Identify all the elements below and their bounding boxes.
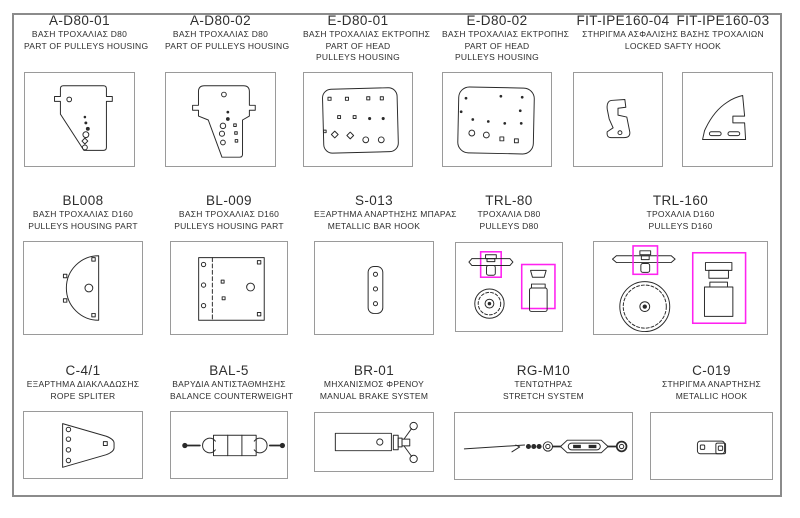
part-drawing-frame bbox=[455, 242, 563, 332]
part-drawing-frame bbox=[24, 72, 135, 167]
fit-ipe160-03-drawing bbox=[702, 95, 747, 141]
part-drawing-frame bbox=[303, 72, 413, 167]
part-cell-c-4-1: C-4/1 ΕΞΑΡΤΗΜΑ ΔΙΑΚΛΑΔΩΣΗΣ ROPE SPLITER bbox=[23, 362, 143, 479]
sheet-border bbox=[12, 13, 782, 497]
part-name-english: METALLIC BAR HOOK bbox=[327, 220, 421, 231]
part-cell-fit-ipe160: FIT-IPE160-04 FIT-IPE160-03 ΣΤΗΡΙΓΜΑ ΑΣΦ… bbox=[573, 12, 773, 167]
part-drawing-frame bbox=[454, 412, 633, 480]
part-drawing-frame bbox=[650, 412, 773, 480]
part-name-english: PULLEYS D80 bbox=[479, 220, 539, 231]
part-name-greek: ΒΑΣΗ ΤΡΟΧΑΛΙΑΣ D80 bbox=[172, 29, 269, 39]
part-name-greek: ΕΞΑΡΤΗΜΑ ΑΝΑΡΤΗΣΗΣ ΜΠΑΡΑΣ bbox=[314, 209, 457, 219]
part-drawing-frame bbox=[170, 411, 288, 479]
part-code: BR-01 bbox=[353, 363, 395, 378]
a-d80-02-drawing bbox=[192, 85, 256, 158]
part-cell-e-d80-01: E-D80-01 ΒΑΣΗ ΤΡΟΧΑΛΙΑΣ ΕΚΤΡΟΠΗΣ PART OF… bbox=[303, 12, 431, 167]
part-name-greek: ΕΞΑΡΤΗΜΑ ΔΙΑΚΛΑΔΩΣΗΣ bbox=[26, 379, 140, 389]
part-code: RG-M10 bbox=[516, 363, 571, 378]
part-drawing-frame bbox=[23, 241, 143, 335]
part-cell-a-d80-01: A-D80-01 ΒΑΣΗ ΤΡΟΧΑΛΙΑΣ D80 PART OF PULL… bbox=[24, 12, 149, 167]
part-code: C-019 bbox=[692, 363, 731, 378]
e-d80-01-drawing bbox=[322, 87, 399, 154]
part-drawing-frame bbox=[165, 72, 276, 167]
part-name-greek: ΤΕΝΤΩΤΗΡΑΣ bbox=[514, 379, 573, 389]
part-code: A-D80-01 bbox=[49, 13, 110, 28]
part-code: BL-009 bbox=[206, 193, 252, 208]
part-code: S-013 bbox=[354, 193, 394, 208]
part-name-english: MANUAL BRAKE SYSTEM bbox=[319, 390, 429, 401]
part-drawing-frame bbox=[593, 241, 768, 335]
part-name-english: PULLEYS HOUSING PART bbox=[174, 220, 284, 231]
part-name-english: PULLEYS D160 bbox=[648, 220, 713, 231]
part-name-english: PART OF PULLEYS HOUSING bbox=[24, 40, 149, 51]
fit-code-row: FIT-IPE160-04 FIT-IPE160-03 bbox=[573, 12, 773, 29]
part-cell-bal-5: BAL-5 ΒΑΡΥΔΙΑ ΑΝΤΙΣΤΑΘΜΗΣΗΣ BALANCE COUN… bbox=[170, 362, 294, 479]
part-code: BL008 bbox=[62, 193, 104, 208]
part-cell-c-019: C-019 ΣΤΗΡΙΓΜΑ ΑΝΑΡΤΗΣΗΣ METALLIC HOOK bbox=[650, 362, 773, 480]
part-name-greek: ΒΑΣΗ ΤΡΟΧΑΛΙΑΣ ΕΚΤΡΟΠΗΣ bbox=[442, 29, 570, 39]
part-cell-s-013: S-013 ΕΞΑΡΤΗΜΑ ΑΝΑΡΤΗΣΗΣ ΜΠΑΡΑΣ METALLIC… bbox=[314, 192, 457, 335]
part-name-english-1: PART OF HEAD bbox=[464, 40, 530, 51]
part-name-greek: ΒΑΣΗ ΤΡΟΧΑΛΙΑΣ D160 bbox=[32, 209, 134, 219]
part-name-english: ROPE SPLITER bbox=[50, 390, 116, 401]
c-019-drawing bbox=[696, 440, 727, 455]
part-name-greek: ΒΑΡΥΔΙΑ ΑΝΤΙΣΤΑΘΜΗΣΗΣ bbox=[172, 379, 286, 389]
part-cell-br-01: BR-01 ΜΗΧΑΝΙΣΜΟΣ ΦΡΕΝΟΥ MANUAL BRAKE SYS… bbox=[314, 362, 434, 472]
part-name-english: PART OF PULLEYS HOUSING bbox=[165, 40, 290, 51]
part-name-greek: ΣΤΗΡΙΓΜΑ ΑΣΦΑΛΙΣΗΣ ΒΑΣΗΣ ΤΡΟΧΑΛΙΩΝ bbox=[582, 29, 764, 39]
bl008-drawing bbox=[62, 255, 100, 321]
part-cell-e-d80-02: E-D80-02 ΒΑΣΗ ΤΡΟΧΑΛΙΑΣ ΕΚΤΡΟΠΗΣ PART OF… bbox=[442, 12, 570, 167]
s-013-drawing bbox=[367, 265, 384, 314]
part-name-greek: ΒΑΣΗ ΤΡΟΧΑΛΙΑΣ D80 bbox=[31, 29, 128, 39]
part-name-english: PULLEYS HOUSING PART bbox=[28, 220, 138, 231]
part-drawing-frame bbox=[23, 411, 143, 479]
c-4-1-drawing bbox=[62, 423, 115, 468]
part-name-greek: ΣΤΗΡΙΓΜΑ ΑΝΑΡΤΗΣΗΣ bbox=[661, 379, 762, 389]
part-code: E-D80-01 bbox=[327, 13, 389, 28]
br-01-drawing bbox=[334, 421, 418, 464]
part-name-english: LOCKED SAFTY HOOK bbox=[624, 40, 722, 51]
part-drawing-frame bbox=[682, 72, 773, 167]
part-cell-trl-160: TRL-160 ΤΡΟΧΑΛΙΑ D160 PULLEYS D160 bbox=[593, 192, 768, 335]
part-drawing-frame bbox=[170, 241, 288, 335]
part-name-english-2: PULLEYS HOUSING bbox=[454, 52, 540, 62]
part-name-english: BALANCE COUNTERWEIGHT bbox=[170, 390, 294, 401]
part-name-greek: ΤΡΟΧΑΛΙΑ D80 bbox=[477, 209, 541, 219]
a-d80-01-drawing bbox=[54, 85, 113, 151]
fit-ipe160-04-drawing bbox=[606, 98, 631, 139]
part-cell-bl-009: BL-009 ΒΑΣΗ ΤΡΟΧΑΛΙΑΣ D160 PULLEYS HOUSI… bbox=[170, 192, 288, 335]
trl-80-drawing bbox=[468, 251, 556, 319]
part-name-greek: ΤΡΟΧΑΛΙΑ D160 bbox=[646, 209, 715, 219]
part-code: C-4/1 bbox=[65, 363, 101, 378]
part-drawing-frame bbox=[442, 72, 552, 167]
bl-009-drawing bbox=[198, 257, 265, 321]
part-drawing-frame bbox=[314, 412, 434, 472]
part-name-english-1: PART OF HEAD bbox=[325, 40, 391, 51]
part-name-english-2: PULLEYS HOUSING bbox=[315, 52, 401, 62]
part-cell-rg-m10: RG-M10 ΤΕΝΤΩΤΗΡΑΣ STRETCH SYSTEM bbox=[454, 362, 633, 480]
part-code: E-D80-02 bbox=[466, 13, 528, 28]
part-drawing-frame bbox=[314, 241, 434, 335]
part-name-english: METALLIC HOOK bbox=[675, 390, 748, 401]
bal-5-drawing bbox=[182, 434, 286, 457]
e-d80-02-drawing bbox=[457, 86, 535, 155]
part-code: A-D80-02 bbox=[190, 13, 251, 28]
part-code: BAL-5 bbox=[209, 363, 249, 378]
part-code-right: FIT-IPE160-03 bbox=[676, 13, 770, 28]
part-code: TRL-80 bbox=[485, 193, 533, 208]
rg-m10-drawing bbox=[463, 439, 628, 454]
part-drawing-frame bbox=[573, 72, 663, 167]
part-code: TRL-160 bbox=[652, 193, 709, 208]
part-cell-a-d80-02: A-D80-02 ΒΑΣΗ ΤΡΟΧΑΛΙΑΣ D80 PART OF PULL… bbox=[165, 12, 290, 167]
part-name-greek: ΒΑΣΗ ΤΡΟΧΑΛΙΑΣ ΕΚΤΡΟΠΗΣ bbox=[303, 29, 431, 39]
part-name-greek: ΒΑΣΗ ΤΡΟΧΑΛΙΑΣ D160 bbox=[178, 209, 280, 219]
part-cell-bl008: BL008 ΒΑΣΗ ΤΡΟΧΑΛΙΑΣ D160 PULLEYS HOUSIN… bbox=[23, 192, 143, 335]
part-code-left: FIT-IPE160-04 bbox=[576, 13, 670, 28]
trl-160-drawing bbox=[611, 245, 747, 333]
part-name-greek: ΜΗΧΑΝΙΣΜΟΣ ΦΡΕΝΟΥ bbox=[323, 379, 425, 389]
part-cell-trl-80: TRL-80 ΤΡΟΧΑΛΙΑ D80 PULLEYS D80 bbox=[455, 192, 563, 332]
part-name-english: STRETCH SYSTEM bbox=[503, 390, 584, 401]
